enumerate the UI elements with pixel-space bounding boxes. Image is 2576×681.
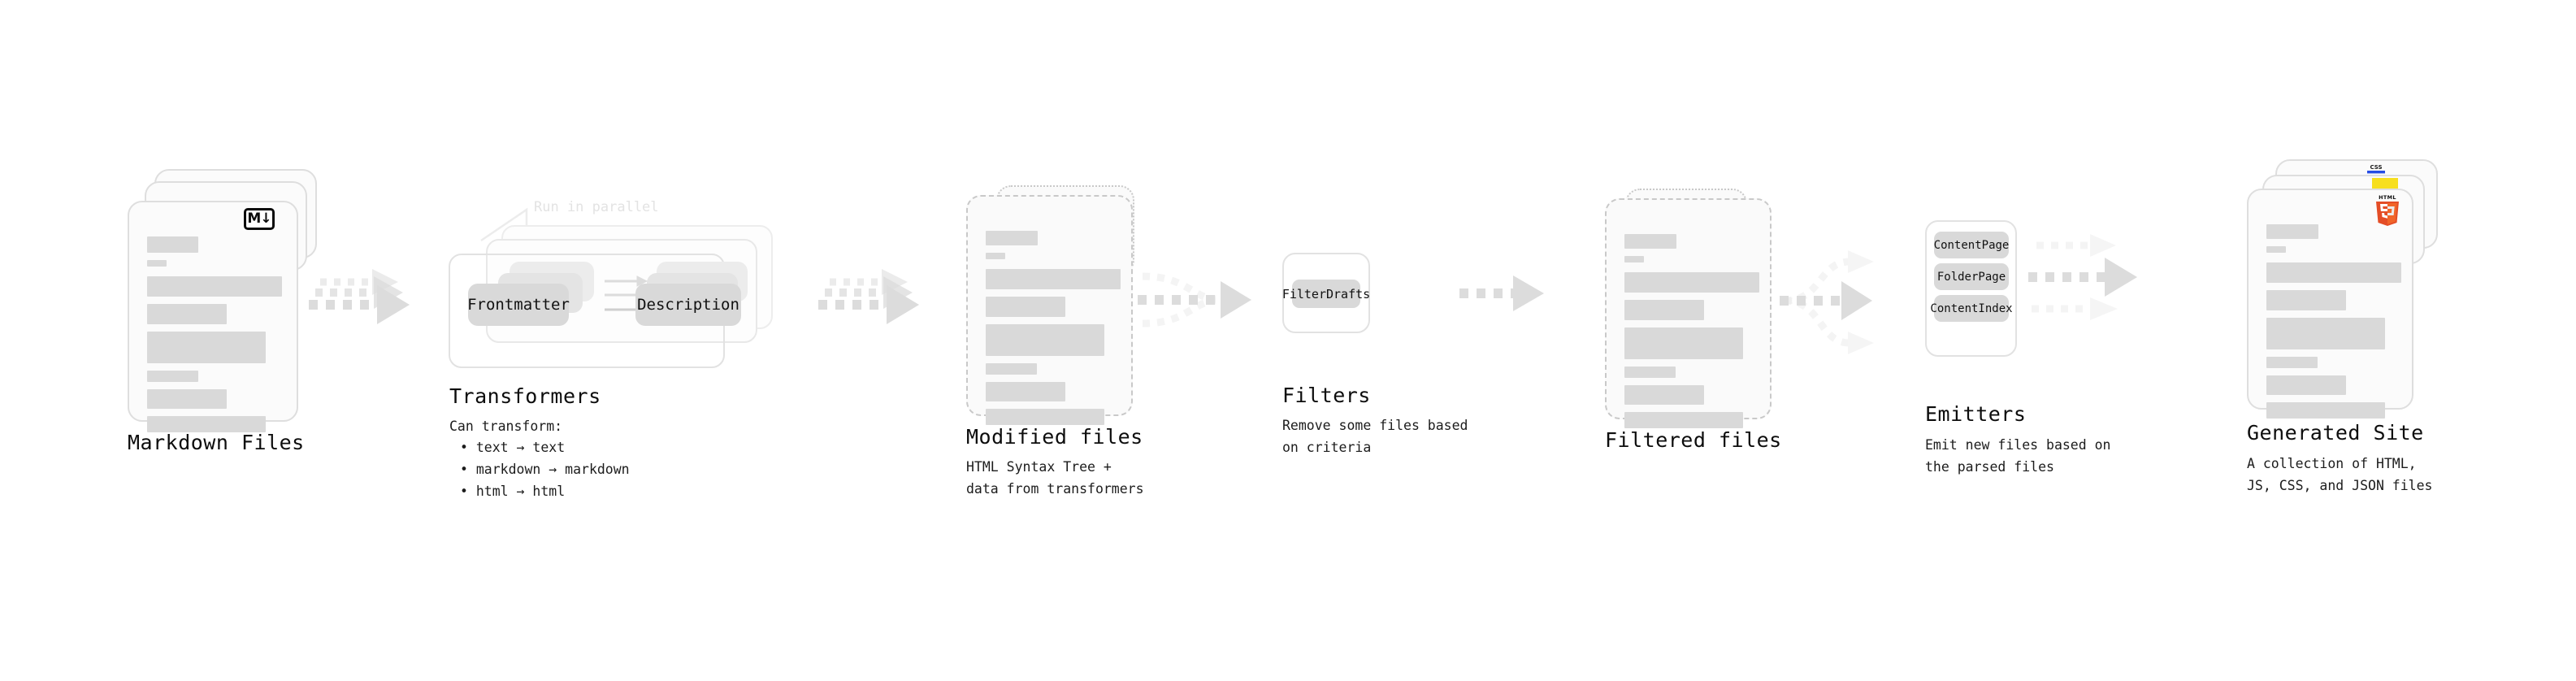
modified-file-sheet-main xyxy=(966,195,1133,425)
emitter-chip-contentpage-label: ContentPage xyxy=(1933,238,2010,252)
markdown-file-content xyxy=(147,236,282,440)
content-bar xyxy=(986,409,1104,425)
content-bar xyxy=(1624,327,1743,359)
html5-icon-text: HTML xyxy=(2379,194,2396,201)
transformers-bullet-2: • html → html xyxy=(460,484,566,499)
transformers-bullet-0: • text → text xyxy=(460,440,566,455)
generated-file-sheet-main xyxy=(2247,189,2413,419)
content-bar xyxy=(2266,262,2401,283)
content-bar xyxy=(2266,224,2318,239)
transformer-chip-description[interactable]: Description xyxy=(635,284,741,326)
emitter-chip-contentpage[interactable]: ContentPage xyxy=(1934,232,2009,258)
stage-caption-emitters: Emit new files based on the parsed files xyxy=(1925,437,2111,475)
stage-title-markdown-files: Markdown Files xyxy=(128,431,305,454)
content-bar xyxy=(147,276,282,297)
content-bar xyxy=(1624,367,1676,378)
filtered-file-sheet-main xyxy=(1605,198,1772,428)
content-bar xyxy=(986,231,1038,245)
markdown-icon-label: M↓ xyxy=(247,210,271,227)
content-bar xyxy=(986,269,1121,289)
run-in-parallel-hint: Run in parallel xyxy=(534,199,659,215)
emitter-chip-contentindex-label: ContentIndex xyxy=(1930,301,2013,315)
content-bar xyxy=(147,332,266,363)
content-bar xyxy=(2266,318,2385,349)
connector-markdown-to-transformers xyxy=(309,269,410,324)
html5-icon: HTML xyxy=(2376,194,2399,226)
transformers-bullet-1: • markdown → markdown xyxy=(460,462,630,477)
content-bar xyxy=(1624,256,1644,262)
content-bar xyxy=(1624,234,1676,249)
css3-icon-text: CSS xyxy=(2370,164,2382,171)
content-bar xyxy=(1624,300,1704,320)
content-bar xyxy=(2266,402,2385,419)
stage-title-emitters: Emitters xyxy=(1925,402,2027,426)
content-bar xyxy=(2266,246,2286,253)
stage-caption-filters: Remove some files based on criteria xyxy=(1282,418,1468,455)
generated-file-content xyxy=(2266,224,2401,426)
stage-title-transformers: Transformers xyxy=(449,384,601,408)
css3-icon: CSS xyxy=(2367,164,2385,174)
connector-transformers-to-modified-files xyxy=(818,269,919,324)
connector-modified-files-to-filters xyxy=(1138,272,1251,327)
modified-file-content xyxy=(986,231,1121,432)
connector-emitters-to-generated-site xyxy=(2028,234,2137,320)
content-bar xyxy=(147,304,227,324)
filtered-file-content xyxy=(1624,234,1759,436)
content-bar xyxy=(2266,290,2346,310)
transformer-chip-frontmatter[interactable]: Frontmatter xyxy=(467,284,570,326)
content-bar xyxy=(1624,385,1704,405)
stage-title-filters: Filters xyxy=(1282,384,1371,407)
stage-caption-transformers: Can transform: xyxy=(449,419,563,434)
content-bar xyxy=(147,371,198,382)
transformer-chip-frontmatter-label: Frontmatter xyxy=(467,296,570,314)
content-bar xyxy=(1624,272,1759,293)
stage-caption-generated-site: A collection of HTML, JS, CSS, and JSON … xyxy=(2247,456,2433,493)
filter-chip-filterdrafts[interactable]: FilterDrafts xyxy=(1282,280,1370,308)
markdown-file-sheet-main xyxy=(128,201,298,432)
content-bar xyxy=(986,324,1104,356)
markdown-icon: M↓ xyxy=(244,208,275,230)
content-bar xyxy=(147,389,227,409)
content-bar xyxy=(986,363,1037,375)
content-bar xyxy=(986,253,1005,259)
connector-filters-to-filtered-files xyxy=(1459,275,1544,311)
emitter-chip-folderpage-label: FolderPage xyxy=(1936,270,2006,284)
transformer-chip-description-label: Description xyxy=(637,296,739,314)
content-bar xyxy=(1624,412,1743,428)
stage-caption-modified-files: HTML Syntax Tree + data from transformer… xyxy=(966,459,1144,497)
stage-title-filtered-files: Filtered files xyxy=(1605,428,1782,452)
content-bar xyxy=(986,297,1065,317)
stage-title-generated-site: Generated Site xyxy=(2247,421,2424,445)
content-bar xyxy=(147,260,167,267)
emitter-chip-folderpage[interactable]: FolderPage xyxy=(1934,263,2009,290)
filter-chip-filterdrafts-label: FilterDrafts xyxy=(1281,286,1371,301)
content-bar xyxy=(2266,375,2346,395)
content-bar xyxy=(147,416,266,432)
content-bar xyxy=(986,382,1065,401)
stage-title-modified-files: Modified files xyxy=(966,425,1143,449)
content-bar xyxy=(147,236,198,253)
connector-filtered-files-to-emitters xyxy=(1780,250,1874,354)
emitter-chip-contentindex[interactable]: ContentIndex xyxy=(1930,295,2013,322)
content-bar xyxy=(2266,357,2318,368)
